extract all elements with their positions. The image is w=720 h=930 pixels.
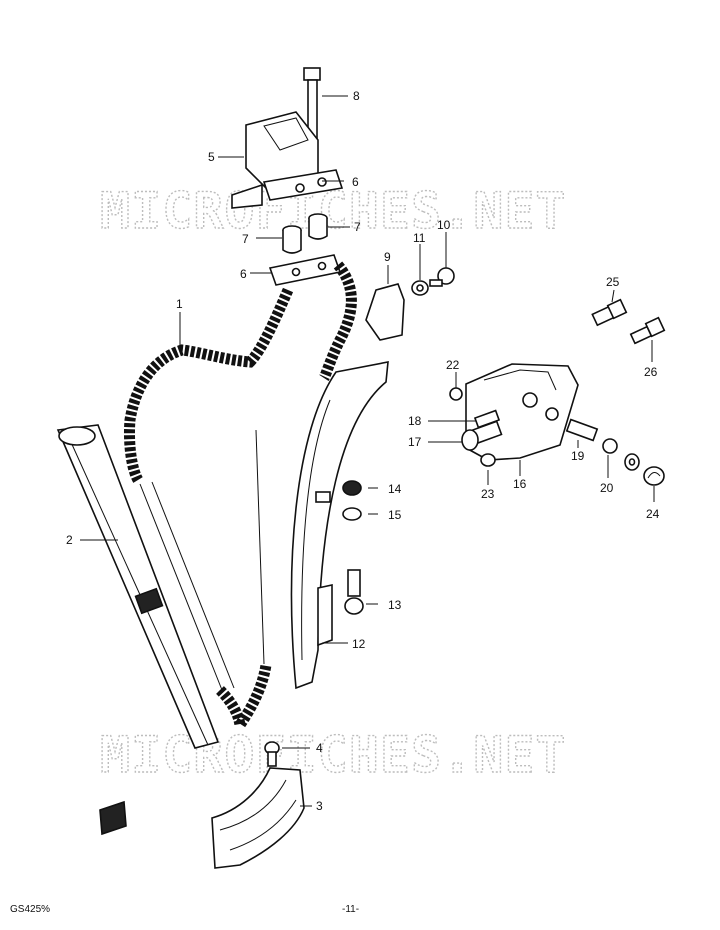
callout-5: 5 [208, 150, 215, 164]
callout-25: 25 [606, 275, 620, 289]
nut-23 [449, 387, 463, 401]
bushing-7-right [308, 213, 328, 240]
callout-23: 22 [446, 358, 460, 372]
callout-1: 1 [176, 297, 183, 311]
callout-9: 9 [384, 250, 391, 264]
chain-guide-2 [56, 424, 220, 749]
washer-11 [411, 280, 429, 296]
guide-plate-6-upper [262, 169, 344, 201]
lower-guide-3 [211, 767, 305, 869]
bushing-7-left [282, 225, 302, 254]
callout-3: 3 [316, 799, 323, 813]
callout-10: 10 [437, 218, 451, 232]
bolt-25 [591, 298, 628, 327]
bolt-10 [429, 267, 455, 287]
cam-chain-1 [124, 261, 357, 740]
pin-19 [565, 418, 599, 442]
callout-12: 12 [352, 637, 366, 651]
tensioner-assembly-16 [465, 363, 579, 461]
push-rod-17 [461, 420, 503, 451]
callout-17: 17 [408, 435, 422, 449]
chain-tensioner-12 [290, 361, 389, 690]
cap-22 [643, 466, 665, 486]
callout-18: 18 [408, 414, 422, 428]
spring-18 [473, 409, 501, 429]
callout-2: 2 [66, 533, 73, 547]
callout-4: 4 [316, 741, 323, 755]
callout-24: 23 [481, 487, 495, 501]
callout-26: 26 [644, 365, 658, 379]
bolt-4 [264, 741, 280, 767]
callout-7-right: 7 [354, 220, 361, 234]
watermark-top: MICROFICHES.NET [100, 182, 567, 240]
callout-15: 15 [388, 508, 402, 522]
callout-20: 20 [600, 481, 614, 495]
watermark-bottom: MICROFICHES.NET [100, 726, 567, 784]
leader-lines [80, 95, 655, 807]
guide-plate-6-lower [268, 254, 342, 286]
callout-14: 14 [388, 482, 402, 496]
chain-guide-cap-5 [231, 111, 319, 209]
washer-21 [624, 453, 640, 471]
callout-13: 13 [388, 598, 402, 612]
washer-15 [342, 507, 362, 521]
callout-19: 19 [571, 449, 585, 463]
page-number: -11- [342, 904, 360, 915]
callout-6-lower: 6 [240, 267, 247, 281]
callout-6-upper: 6 [352, 175, 359, 189]
callout-7-left: 7 [242, 232, 249, 246]
small-clip [99, 800, 127, 836]
bolt-26 [629, 316, 666, 345]
callout-22: 24 [646, 507, 660, 521]
figure-code: GS425% [10, 904, 51, 915]
bolt-13 [344, 569, 364, 615]
damper-9 [365, 283, 405, 341]
nut-14 [342, 480, 362, 496]
callout-11: 11 [413, 231, 426, 245]
callout-16: 16 [513, 477, 527, 491]
o-ring-20 [602, 438, 618, 454]
bolt-24 [480, 453, 496, 467]
callout-8: 8 [353, 89, 360, 103]
